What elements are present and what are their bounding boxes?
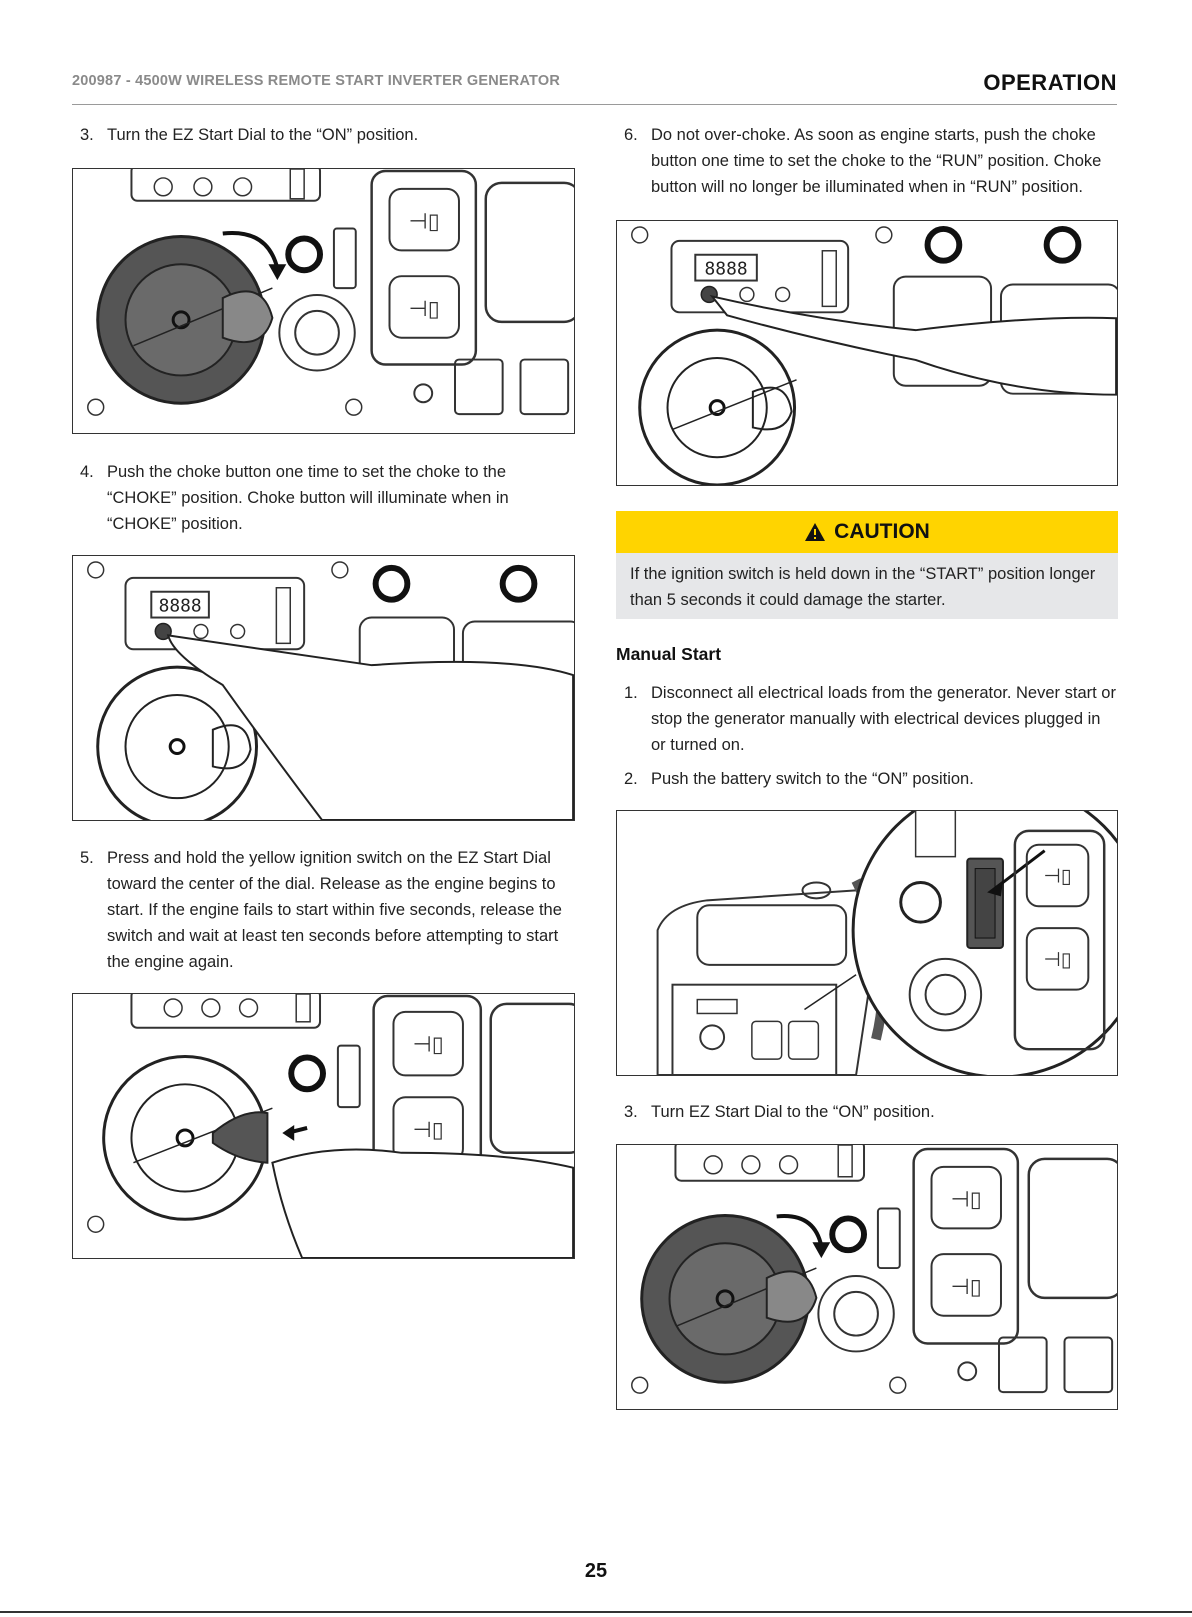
svg-text:⊣▯: ⊣▯: [409, 297, 440, 322]
step-text: Disconnect all electrical loads from the…: [651, 684, 1116, 754]
ez-start-dial: [640, 1213, 818, 1384]
pointer-arrow-icon: [994, 849, 1046, 890]
svg-text:⊣▯: ⊣▯: [1043, 948, 1071, 971]
caution-text: If the ignition switch is held down in t…: [630, 565, 1096, 609]
ignition-switch-icon: [211, 1111, 269, 1164]
ez-start-dial: [96, 235, 274, 405]
step-number: 5.: [80, 849, 94, 867]
step-text: Press and hold the yellow ignition switc…: [107, 849, 562, 971]
step-4-choke: 4. Push the choke button one time to set…: [72, 459, 575, 539]
rotate-arrow-icon: [222, 230, 280, 269]
svg-text:⊣▯: ⊣▯: [409, 210, 440, 235]
figure-choke-button: 8888: [72, 555, 575, 821]
svg-text:⊣▯: ⊣▯: [413, 1118, 444, 1143]
figure-ignition-switch: ⊣▯ ⊣▯: [72, 993, 575, 1259]
finger-pressing-icon: [166, 634, 574, 820]
svg-text:⊣▯: ⊣▯: [951, 1275, 982, 1300]
step-number: 1.: [624, 684, 638, 702]
page-number: 25: [584, 1560, 608, 1582]
caution-label: CAUTION: [834, 520, 930, 543]
hand-pressing-icon: [271, 1148, 574, 1258]
step-text: Push the battery switch to the “ON” posi…: [651, 770, 974, 788]
ez-start-dial: [96, 665, 258, 820]
step-5-ignition: 5. Press and hold the yellow ignition sw…: [72, 845, 575, 977]
caution-box: CAUTION If the ignition switch is held d…: [616, 511, 1118, 619]
step-3-on: 3. Turn the EZ Start Dial to the “ON” po…: [72, 122, 575, 150]
manual-start-heading: Manual Start: [616, 644, 722, 664]
manual-step-1: 1. Disconnect all electrical loads from …: [616, 680, 1118, 760]
step-text: Push the choke button one time to set th…: [107, 463, 509, 533]
svg-text:⊣▯: ⊣▯: [413, 1033, 444, 1058]
knob-icon: [285, 235, 324, 274]
figure-ez-dial-on: ⊣▯ ⊣▯: [72, 168, 575, 434]
step-text: Turn EZ Start Dial to the “ON” position.: [651, 1103, 935, 1121]
section-title: OPERATION: [983, 70, 1117, 95]
figure-choke-run: 8888: [616, 220, 1118, 486]
finger-pressing-icon: [709, 294, 1117, 396]
step-number: 3.: [80, 126, 94, 144]
outlet-panel: [370, 169, 478, 366]
generator-panel-dial-illustration: ⊣▯ ⊣▯: [87, 169, 574, 416]
manual-dial-on-illustration: ⊣▯ ⊣▯: [631, 1145, 1117, 1394]
choke-run-illustration: 8888: [631, 225, 1117, 485]
caution-header: CAUTION: [616, 511, 1118, 553]
step-text: Turn the EZ Start Dial to the “ON” posit…: [107, 126, 419, 144]
control-panel: [124, 576, 306, 651]
figure-battery-switch: ⊣▯ ⊣▯: [616, 810, 1118, 1076]
ignition-switch-illustration: ⊣▯ ⊣▯: [87, 994, 574, 1258]
display-digits: 8888: [159, 596, 202, 617]
display-digits: 8888: [705, 259, 748, 280]
ez-start-dial: [102, 1055, 273, 1221]
ez-start-dial: [638, 328, 797, 485]
battery-switch-illustration: ⊣▯ ⊣▯: [656, 811, 1117, 1075]
digital-display: [150, 590, 210, 619]
generator-body: [656, 878, 888, 1075]
battery-switch-icon: [332, 227, 357, 290]
manual-step-3: 3. Turn EZ Start Dial to the “ON” positi…: [616, 1099, 1118, 1127]
step-number: 2.: [624, 770, 638, 788]
figure-manual-dial-on: ⊣▯ ⊣▯: [616, 1144, 1118, 1410]
step-number: 6.: [624, 126, 638, 144]
step-6-run: 6. Do not over-choke. As soon as engine …: [616, 122, 1118, 202]
svg-text:⊣▯: ⊣▯: [1043, 864, 1071, 887]
page-header: 200987 - 4500W WIRELESS REMOTE START INV…: [72, 68, 1117, 105]
rotate-arrow-icon: [776, 1214, 824, 1247]
step-number: 4.: [80, 463, 94, 481]
choke-button-illustration: 8888: [87, 561, 574, 820]
manual-step-2: 2. Push the battery switch to the “ON” p…: [616, 766, 1118, 794]
bottom-rule: [0, 1611, 1192, 1613]
step-text: Do not over-choke. As soon as engine sta…: [651, 126, 1102, 196]
svg-text:⊣▯: ⊣▯: [951, 1188, 982, 1213]
document-title: 200987 - 4500W WIRELESS REMOTE START INV…: [72, 73, 560, 89]
step-number: 3.: [624, 1103, 638, 1121]
warning-triangle-icon: [805, 523, 826, 541]
